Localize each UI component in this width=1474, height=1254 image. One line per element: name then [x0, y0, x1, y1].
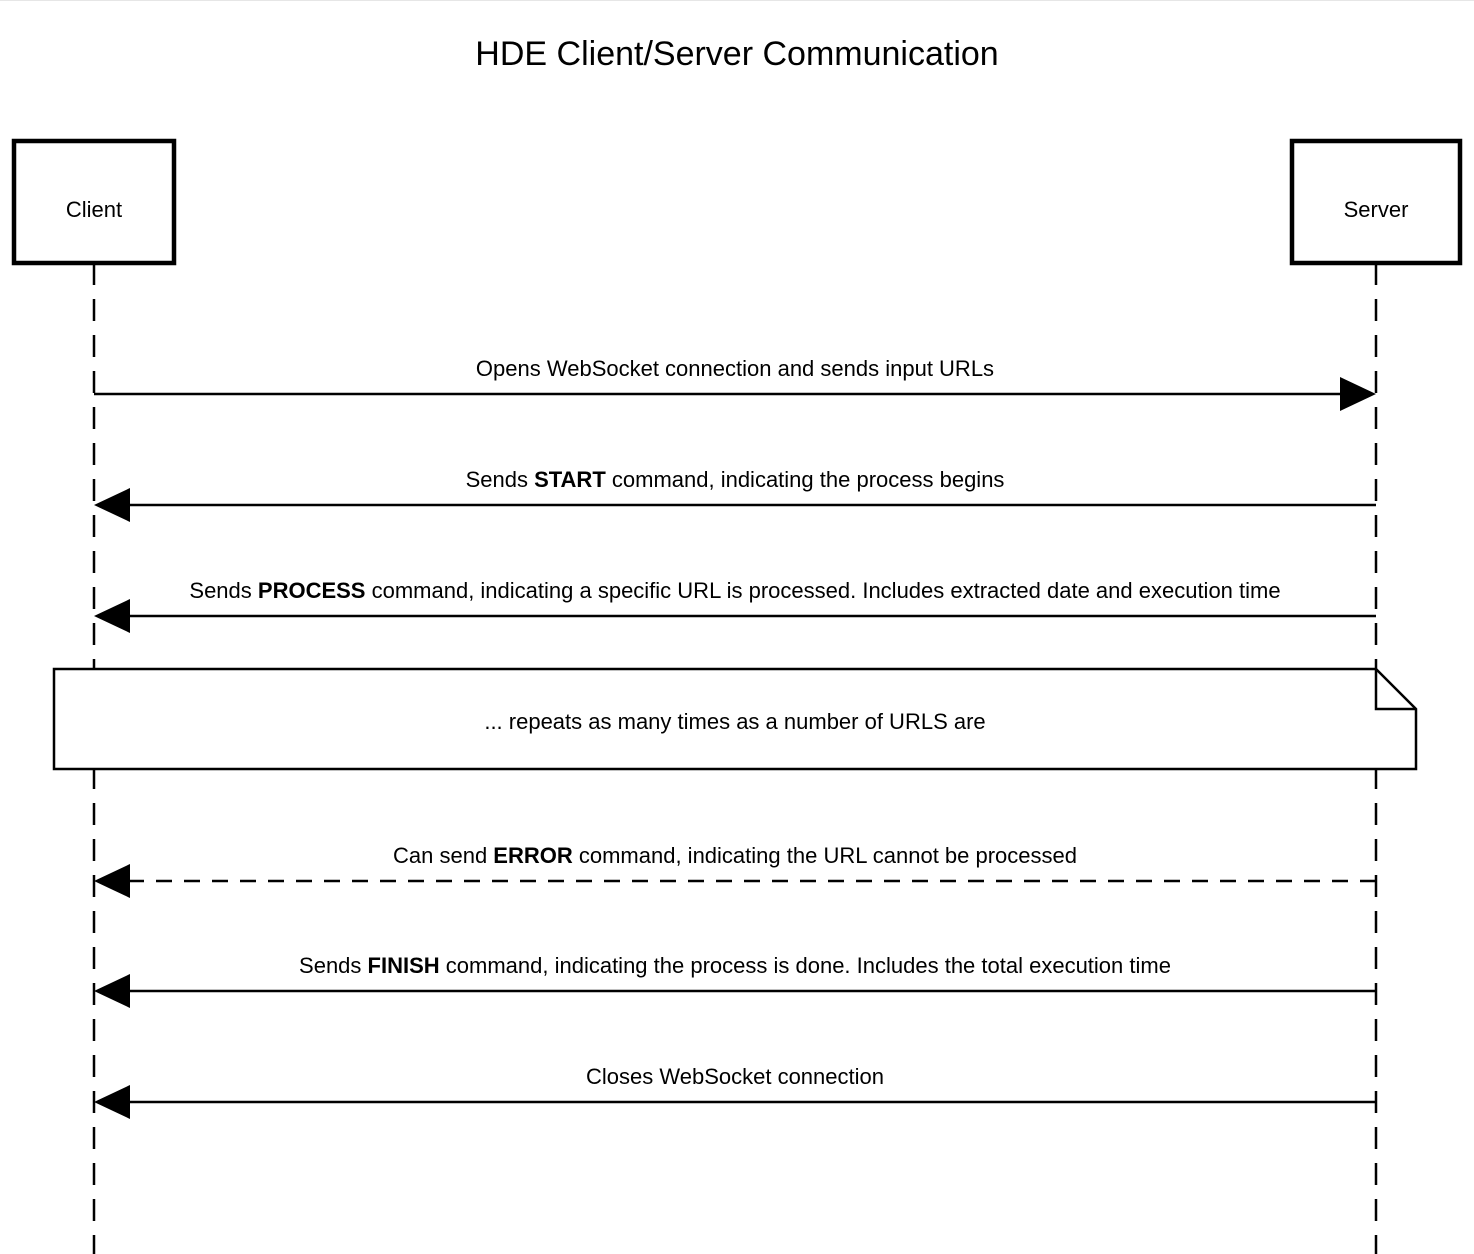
arrowhead-process — [94, 599, 130, 633]
arrowhead-error — [94, 864, 130, 898]
message-finish: Sends FINISH command, indicating the pro… — [94, 953, 1376, 1008]
message-label-start: Sends START command, indicating the proc… — [466, 467, 1005, 492]
loop-note-text: ... repeats as many times as a number of… — [484, 709, 985, 734]
arrowhead-open — [1340, 377, 1376, 411]
top-border — [0, 0, 1474, 1]
message-process: Sends PROCESS command, indicating a spec… — [94, 578, 1376, 633]
messages: Opens WebSocket connection and sends inp… — [94, 356, 1376, 1119]
arrowhead-finish — [94, 974, 130, 1008]
client-actor-label: Client — [66, 197, 122, 222]
message-label-error: Can send ERROR command, indicating the U… — [393, 843, 1077, 868]
arrowhead-start — [94, 488, 130, 522]
diagram-title: HDE Client/Server Communication — [475, 35, 999, 73]
message-label-finish: Sends FINISH command, indicating the pro… — [299, 953, 1171, 978]
arrowhead-close — [94, 1085, 130, 1119]
message-error: Can send ERROR command, indicating the U… — [94, 843, 1376, 898]
message-close: Closes WebSocket connection — [94, 1064, 1376, 1119]
message-open: Opens WebSocket connection and sends inp… — [94, 356, 1376, 411]
server-actor: Server — [1289, 138, 1463, 266]
message-start: Sends START command, indicating the proc… — [94, 467, 1376, 522]
message-label-close: Closes WebSocket connection — [586, 1064, 884, 1089]
server-actor-label: Server — [1344, 197, 1409, 222]
message-label-open: Opens WebSocket connection and sends inp… — [476, 356, 994, 381]
message-label-process: Sends PROCESS command, indicating a spec… — [189, 578, 1280, 603]
client-actor: Client — [11, 138, 177, 266]
loop-note: ... repeats as many times as a number of… — [52, 667, 1418, 771]
